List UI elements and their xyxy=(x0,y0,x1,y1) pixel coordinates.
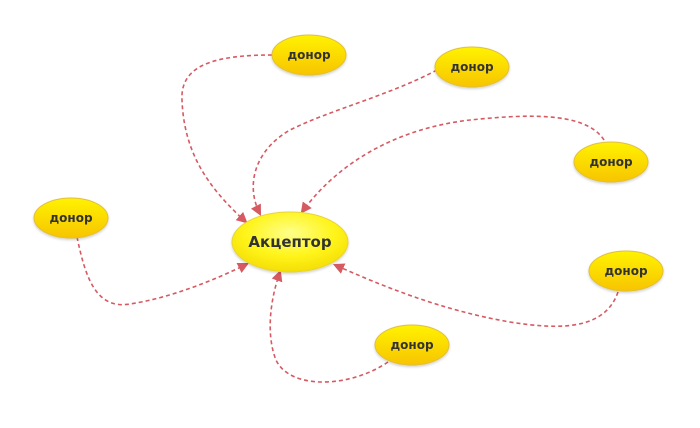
donor-label: донор xyxy=(604,264,647,278)
donor-node: донор xyxy=(588,250,664,292)
edge-donor-1 xyxy=(181,54,273,224)
donor-label: донор xyxy=(49,211,92,225)
donor-node: донор xyxy=(434,46,510,88)
donor-node: донор xyxy=(33,197,109,239)
donor-label: донор xyxy=(390,338,433,352)
donor-node: донор xyxy=(271,34,347,76)
donor-label: донор xyxy=(450,60,493,74)
donor-label: донор xyxy=(589,155,632,169)
edge-donor-3 xyxy=(300,115,605,214)
edge-donor-5 xyxy=(332,263,619,328)
edge-donor-2 xyxy=(250,69,438,216)
donor-label: донор xyxy=(287,48,330,62)
edge-donor-4 xyxy=(76,236,250,306)
edge-donor-6 xyxy=(269,269,389,383)
donor-node: донор xyxy=(374,324,450,366)
acceptor-node: Акцептор xyxy=(231,211,349,273)
donor-node: донор xyxy=(573,141,649,183)
acceptor-label: Акцептор xyxy=(248,233,331,251)
edges xyxy=(76,54,619,383)
